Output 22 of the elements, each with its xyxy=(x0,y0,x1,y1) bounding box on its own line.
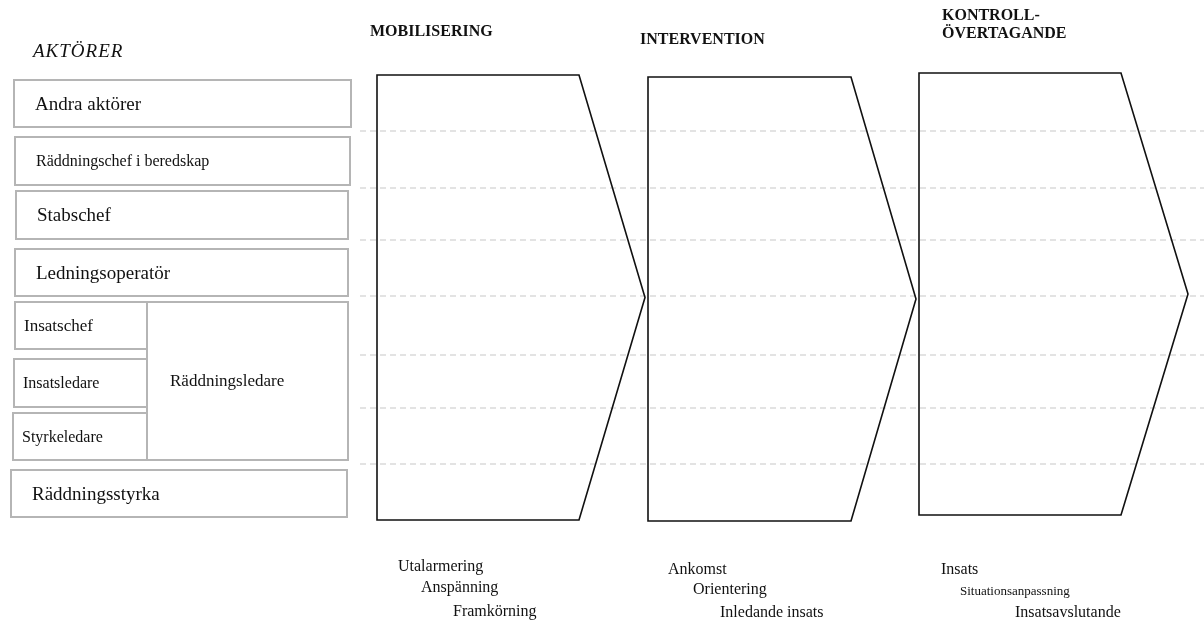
column-heading: AKTÖRER xyxy=(33,40,124,62)
step-label: Situationsanpassning xyxy=(960,582,1070,600)
phase-heading: KONTROLL- ÖVERTAGANDE xyxy=(942,6,1068,42)
actor-box: Insatsledare xyxy=(13,358,148,408)
step-label: Anspänning xyxy=(421,578,499,596)
actor-box: Styrkeledare xyxy=(12,412,148,461)
phase-heading: INTERVENTION xyxy=(640,30,766,48)
actor-box: Räddningschef i beredskap xyxy=(14,136,351,186)
actor-box: Räddningsledare xyxy=(146,301,349,461)
actor-box: Andra aktörer xyxy=(13,79,352,128)
actor-box: Stabschef xyxy=(15,190,349,240)
actor-box: Ledningsoperatör xyxy=(14,248,349,297)
step-label: Insatsavslutande xyxy=(1015,603,1121,621)
step-label: Inledande insats xyxy=(720,603,824,621)
step-label: Insats xyxy=(941,560,979,578)
step-label: Ankomst xyxy=(668,560,727,578)
step-label: Utalarmering xyxy=(398,557,484,575)
phase-heading: MOBILISERING xyxy=(370,22,494,40)
actor-box: Insatschef xyxy=(14,301,148,350)
actor-box: Räddningsstyrka xyxy=(10,469,348,518)
step-label: Framkörning xyxy=(453,602,537,620)
step-label: Orientering xyxy=(693,580,767,598)
